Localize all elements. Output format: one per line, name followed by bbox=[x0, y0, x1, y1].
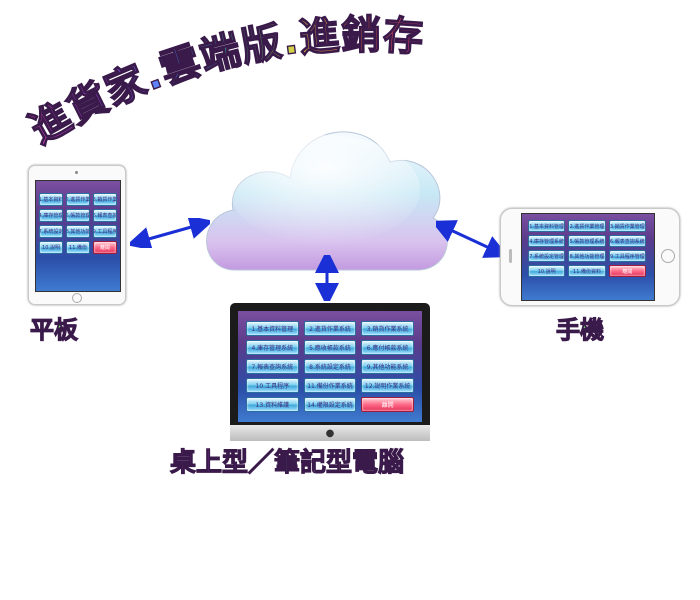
menu-tile[interactable]: 4.庫存管理系統 bbox=[528, 235, 566, 247]
menu-tile[interactable]: 5.應收帳款系統 bbox=[303, 340, 357, 355]
menu-tile[interactable]: 6.報表查詢系統 bbox=[608, 235, 646, 247]
menu-tile[interactable]: 9.工具程序 bbox=[93, 225, 117, 238]
label-tablet: 平板 bbox=[30, 312, 120, 350]
menu-tile[interactable]: 3.銷貨作業管理 bbox=[608, 220, 646, 232]
menu-tile[interactable]: 11.備份資料 bbox=[568, 265, 606, 277]
arrow-tablet-cloud bbox=[130, 218, 210, 248]
menu-tile[interactable]: 4.庫存管理系統 bbox=[246, 340, 299, 355]
menu-tile[interactable]: 3.銷貨作業 bbox=[93, 193, 117, 206]
menu-tile[interactable]: 7.報表查詢系統 bbox=[246, 359, 299, 374]
menu-tile[interactable]: 13.資料維護 bbox=[246, 397, 299, 412]
menu-tile[interactable]: 5.帳款管理系統 bbox=[568, 235, 606, 247]
cloud-icon bbox=[195, 100, 457, 280]
menu-tile[interactable]: 11.備份 bbox=[66, 241, 90, 254]
menu-tile[interactable]: 6.報表查詢 bbox=[93, 209, 117, 222]
menu-tile[interactable]: 5.帳款管理 bbox=[66, 209, 90, 222]
exit-button[interactable]: 離開 bbox=[361, 397, 414, 412]
camera-icon bbox=[75, 171, 78, 174]
menu-tile[interactable]: 4.庫存管理 bbox=[39, 209, 63, 222]
desktop-menu-grid: 1.基本資料管理 2.進貨作業系統 3.銷貨作業系統 4.庫存管理系統 5.應收帳款系統… bbox=[246, 321, 414, 412]
exit-button[interactable]: 離開 bbox=[93, 241, 117, 254]
exit-button[interactable]: 離開 bbox=[608, 265, 646, 277]
menu-tile[interactable]: 9.其他功能系統 bbox=[361, 359, 414, 374]
menu-tile[interactable]: 10.工具程序 bbox=[246, 378, 299, 393]
title-art: 進貨家.雲端版.進銷存 bbox=[22, 12, 426, 154]
speaker-icon bbox=[509, 249, 512, 263]
menu-tile[interactable]: 8.系統設定系統 bbox=[303, 359, 357, 374]
menu-tile[interactable]: 12.說明作業系統 bbox=[361, 378, 414, 393]
menu-tile[interactable]: 9.工具程序管理 bbox=[608, 250, 646, 262]
menu-tile[interactable]: 2.進貨作業 bbox=[66, 193, 90, 206]
menu-tile[interactable]: 7.系統設定 bbox=[39, 225, 63, 238]
desktop-device: 1.基本資料管理 2.進貨作業系統 3.銷貨作業系統 4.庫存管理系統 5.應收帳款系統… bbox=[230, 303, 430, 441]
menu-tile[interactable]: 8.其他功能 bbox=[66, 225, 90, 238]
arrow-cloud-desktop bbox=[315, 255, 339, 301]
menu-tile[interactable]: 1.基本資料 bbox=[39, 193, 63, 206]
menu-tile[interactable]: 14.權限設定系統 bbox=[303, 397, 357, 412]
menu-tile[interactable]: 6.應付帳款系統 bbox=[361, 340, 414, 355]
menu-tile[interactable]: 3.銷貨作業系統 bbox=[361, 321, 414, 336]
home-button-icon bbox=[661, 249, 675, 263]
monitor-bezel: 1.基本資料管理 2.進貨作業系統 3.銷貨作業系統 4.庫存管理系統 5.應收帳款系統… bbox=[230, 303, 430, 425]
menu-tile[interactable]: 8.其他功能管理 bbox=[568, 250, 606, 262]
home-button-icon bbox=[72, 293, 82, 303]
label-desktop: 桌上型／筆記型電腦 bbox=[170, 444, 510, 484]
menu-tile[interactable]: 10.說明 bbox=[528, 265, 566, 277]
menu-tile[interactable]: 2.進貨作業管理 bbox=[568, 220, 606, 232]
label-phone: 手機 bbox=[556, 312, 646, 350]
banner-title: 進貨家.雲端版.進銷存 bbox=[0, 0, 700, 170]
label-desktop-text: 桌上型／筆記型電腦 bbox=[170, 447, 404, 478]
menu-tile[interactable]: 7.系統設定管理 bbox=[528, 250, 566, 262]
desktop-screen: 1.基本資料管理 2.進貨作業系統 3.銷貨作業系統 4.庫存管理系統 5.應收帳款系統… bbox=[238, 311, 422, 422]
menu-tile[interactable]: 1.基本資料管理 bbox=[246, 321, 299, 336]
menu-tile[interactable]: 1.基本資料管理 bbox=[528, 220, 566, 232]
menu-tile[interactable]: 2.進貨作業系統 bbox=[303, 321, 357, 336]
arrow-cloud-phone bbox=[436, 220, 506, 258]
menu-tile[interactable]: 10.說明 bbox=[39, 241, 63, 254]
label-phone-text: 手機 bbox=[556, 316, 604, 344]
apple-logo-icon: ● bbox=[230, 425, 430, 441]
label-tablet-text: 平板 bbox=[30, 316, 79, 344]
menu-tile[interactable]: 11.備份作業系統 bbox=[303, 378, 357, 393]
